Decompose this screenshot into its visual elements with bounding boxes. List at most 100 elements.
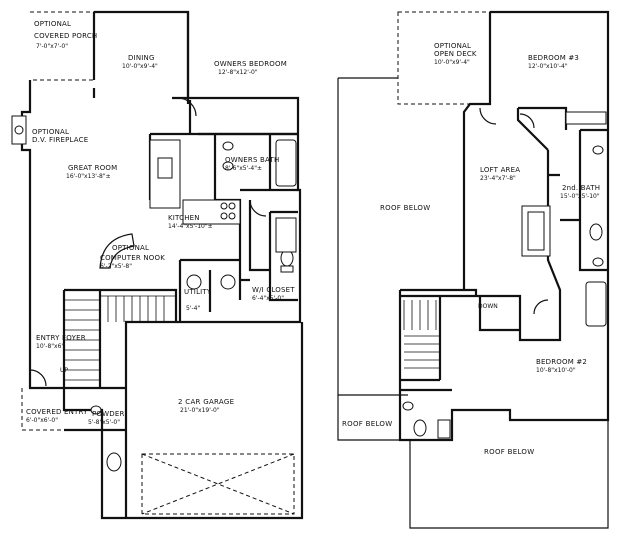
roof-below-label-2: ROOF BELOW (342, 420, 392, 428)
roof-outline-left (337, 77, 408, 396)
open-deck-outline (397, 11, 491, 105)
powder-label: POWDER (92, 410, 125, 418)
door-swing (29, 369, 47, 387)
dining-label: DINING (128, 54, 155, 62)
powder-sink (90, 405, 102, 415)
kitchen-sink (157, 157, 173, 179)
owners-bath-label: OWNERS BATH (225, 156, 279, 164)
fireplace-label-1: OPTIONAL (32, 128, 69, 136)
hall-bath-tub (437, 419, 451, 439)
open-deck-dim: 10'-0"x9'-4" (434, 59, 470, 66)
toilet-tank (280, 265, 294, 273)
powder-toilet (106, 452, 122, 472)
covered-entry-label: COVERED ENTRY (26, 408, 88, 416)
owners-bedroom-label: OWNERS BEDROOM (214, 60, 287, 68)
loft-label: LOFT AREA (480, 166, 520, 174)
bedroom2-dim: 10'-8"x10'-0" (536, 367, 576, 374)
utility-dim: 5'-4" (186, 305, 200, 312)
roof-outline-lower (337, 395, 609, 529)
bath-sink (222, 141, 234, 151)
wi-closet-label: W/I CLOSET (252, 286, 295, 294)
main-floor-plan (11, 10, 304, 520)
bedroom3-closet (565, 111, 607, 125)
bedroom2-wall (476, 294, 562, 342)
range-burner (220, 202, 228, 210)
open-deck-label-2: OPEN DECK (434, 50, 477, 58)
porch-dim: 7'-0"x7'-0" (36, 43, 68, 50)
closet-wall (240, 200, 298, 302)
door-swing (479, 107, 497, 125)
loft-desk-inner (527, 211, 545, 251)
porch-label-2: COVERED PORCH (34, 32, 97, 40)
garage-label: 2 CAR GARAGE (178, 398, 234, 406)
garage-door-diagonal (141, 453, 295, 515)
door-swing (533, 299, 549, 315)
garage-dim: 21'-0"x19'-0" (180, 407, 220, 414)
roof-below-label-3: ROOF BELOW (484, 448, 534, 456)
door-swing (249, 199, 267, 217)
kitchen-dim: 14'-4"x5'-10"± (168, 223, 213, 230)
owners-bedroom-wall (188, 100, 298, 136)
bath-sink (592, 145, 604, 155)
range-burner (220, 212, 228, 220)
owners-bath-dim: 8'-6"x5'-4"± (225, 165, 262, 172)
upper-floor-plan (337, 10, 610, 529)
kitchen-label: KITCHEN (168, 214, 200, 222)
washer (186, 274, 202, 290)
great-room-dim: 16'-0"x13'-8"± (66, 173, 111, 180)
owners-bath-wall (215, 132, 298, 192)
upper-stair-wall (400, 294, 476, 382)
utility-label: UTILITY (184, 288, 212, 296)
range-burner (228, 202, 236, 210)
bath-dim: 15'-0"x5'-10" (560, 193, 600, 200)
dining-wall (92, 88, 190, 104)
open-deck-label-1: OPTIONAL (434, 42, 471, 50)
upper-floor-outer-wall (398, 10, 610, 442)
upper-stair-treads (403, 300, 440, 369)
computer-nook-desk (99, 233, 135, 269)
down-label: DOWN (478, 303, 498, 310)
bath-label: 2nd. BATH (562, 184, 600, 192)
fireplace-label-2: D.V. FIREPLACE (32, 136, 88, 144)
computer-nook-dim: 6'-2"x5'-8" (100, 263, 132, 270)
upper-floor-labels: OPTIONAL OPEN DECK 10'-0"x9'-4" BEDROOM … (342, 42, 600, 456)
computer-nook-label-2: COMPUTER NOOK (100, 254, 165, 262)
loft-dim: 23'-4"x7'-8" (480, 175, 516, 182)
garage-door-diagonal (141, 453, 295, 515)
door-swing (177, 97, 197, 117)
utility-wall (178, 258, 242, 322)
hall-bath-sink (402, 401, 414, 411)
porch-label-1: OPTIONAL (34, 20, 71, 28)
main-stair-treads (64, 295, 176, 381)
bedroom3-wall (516, 106, 568, 151)
main-floor-outer-wall (20, 10, 304, 520)
bedroom3-label: BEDROOM #3 (528, 54, 579, 62)
covered-entry-dim: 6'-0"x6'-0" (26, 417, 58, 424)
dining-dim: 10'-0"x9'-4" (122, 63, 158, 70)
roof-below-label-1: ROOF BELOW (380, 204, 430, 212)
bath-toilet (589, 223, 603, 241)
hall-bath-toilet (413, 419, 427, 437)
great-room-label: GREAT ROOM (68, 164, 117, 172)
main-stair-wall (62, 288, 178, 388)
garage-door (141, 453, 295, 515)
shower-stall (275, 217, 297, 253)
wi-closet-dim: 6'-4"x5'-0" (252, 295, 284, 302)
bedroom2-label: BEDROOM #2 (536, 358, 587, 366)
bath-wall (560, 128, 608, 272)
bath-sink (222, 161, 234, 171)
entry-foyer-dim: 10'-8"x6' (36, 343, 63, 350)
bath-sink (592, 257, 604, 267)
entry-foyer-label: ENTRY FOYER (36, 334, 86, 342)
owners-bedroom-dim: 12'-8"x12'-0" (218, 69, 258, 76)
powder-room-wall (64, 386, 126, 432)
range-burner (228, 212, 236, 220)
computer-nook-label-1: OPTIONAL (112, 244, 149, 252)
door-swing (519, 113, 535, 129)
bathtub (585, 281, 607, 327)
dryer (220, 274, 236, 290)
powder-dim: 5'-8"x5'-0" (88, 419, 120, 426)
covered-entry-outline (21, 388, 64, 431)
up-label: UP (60, 367, 68, 374)
